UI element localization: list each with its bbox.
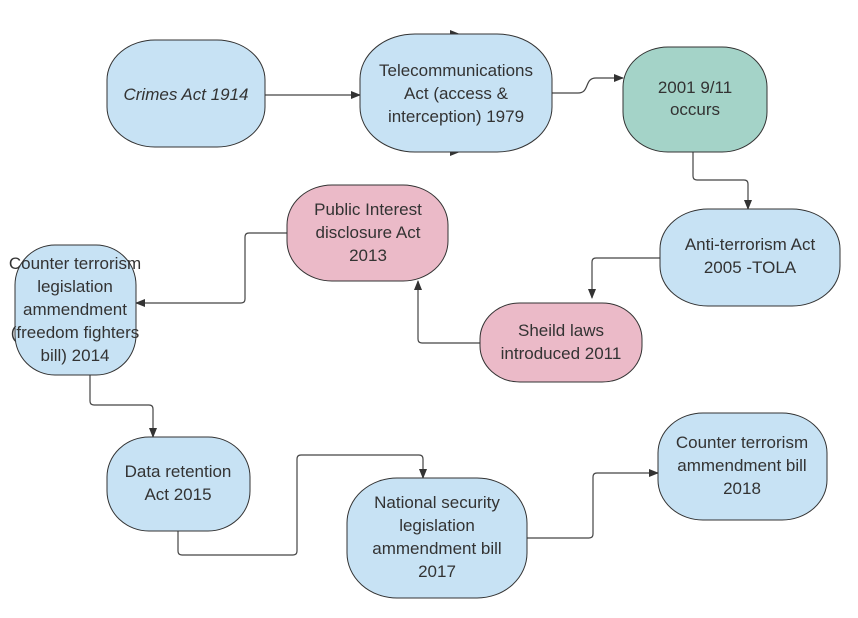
node-national-security-2017[interactable]: National security legislation ammendment…: [346, 477, 528, 599]
node-2001-911[interactable]: 2001 9/11 occurs: [622, 46, 768, 153]
node-anti-terrorism-act-2005[interactable]: Anti-terrorism Act 2005 -TOLA: [659, 208, 841, 307]
node-label: interception) 1979: [388, 107, 524, 126]
edge-national-to-counter2018: [527, 469, 659, 539]
edge-sheild-to-public: [414, 280, 480, 344]
edge-counter2014-to-data: [89, 375, 157, 438]
edge-antiterror-to-sheild: [588, 257, 660, 299]
node-label: Telecommunications: [379, 61, 533, 80]
edge-public-to-counter2014: [135, 232, 287, 307]
node-label: ammendment bill: [372, 539, 501, 558]
node-label: occurs: [670, 100, 720, 119]
node-label: (freedom fighters: [11, 323, 140, 342]
node-crimes-act-1914[interactable]: Crimes Act 1914: [106, 39, 266, 148]
node-label: Counter terrorism: [9, 254, 141, 273]
node-telecommunications-act-1979[interactable]: Telecommunications Act (access & interce…: [359, 33, 553, 153]
node-label: disclosure Act: [316, 223, 421, 242]
node-label: introduced 2011: [501, 344, 622, 363]
node-label: 2013: [349, 246, 387, 265]
node-label: legislation: [399, 516, 475, 535]
node-counter-terrorism-2014[interactable]: Counter terrorism legislation ammendment…: [9, 244, 141, 376]
node-label: Act (access &: [404, 84, 509, 103]
node-counter-terrorism-2018[interactable]: Counter terrorism ammendment bill 2018: [657, 412, 828, 521]
node-label: 2018: [723, 479, 761, 498]
node-label: 2017: [418, 562, 456, 581]
edge-telecom-to-911: [552, 74, 624, 94]
edge-911-to-antiterror: [692, 152, 752, 210]
node-data-retention-act-2015[interactable]: Data retention Act 2015: [106, 436, 251, 532]
node-label: Sheild laws: [518, 321, 604, 340]
node-label: Act 2015: [144, 485, 211, 504]
node-label: Crimes Act 1914: [123, 85, 248, 104]
node-label: ammendment: [23, 300, 127, 319]
node-label: ammendment bill: [677, 456, 806, 475]
node-label: legislation: [37, 277, 113, 296]
node-label: Data retention: [125, 462, 232, 481]
node-label: National security: [374, 493, 500, 512]
node-label: Counter terrorism: [676, 433, 808, 452]
node-label: 2005 -TOLA: [704, 258, 797, 277]
node-label: Public Interest: [314, 200, 422, 219]
edge-data-to-national: [177, 454, 427, 556]
node-sheild-laws-2011[interactable]: Sheild laws introduced 2011: [479, 302, 643, 383]
node-public-interest-disclosure-act-2013[interactable]: Public Interest disclosure Act 2013: [286, 184, 449, 282]
node-label: Anti-terrorism Act: [685, 235, 816, 254]
node-label: bill) 2014: [41, 346, 110, 365]
node-label: 2001 9/11: [658, 78, 732, 97]
